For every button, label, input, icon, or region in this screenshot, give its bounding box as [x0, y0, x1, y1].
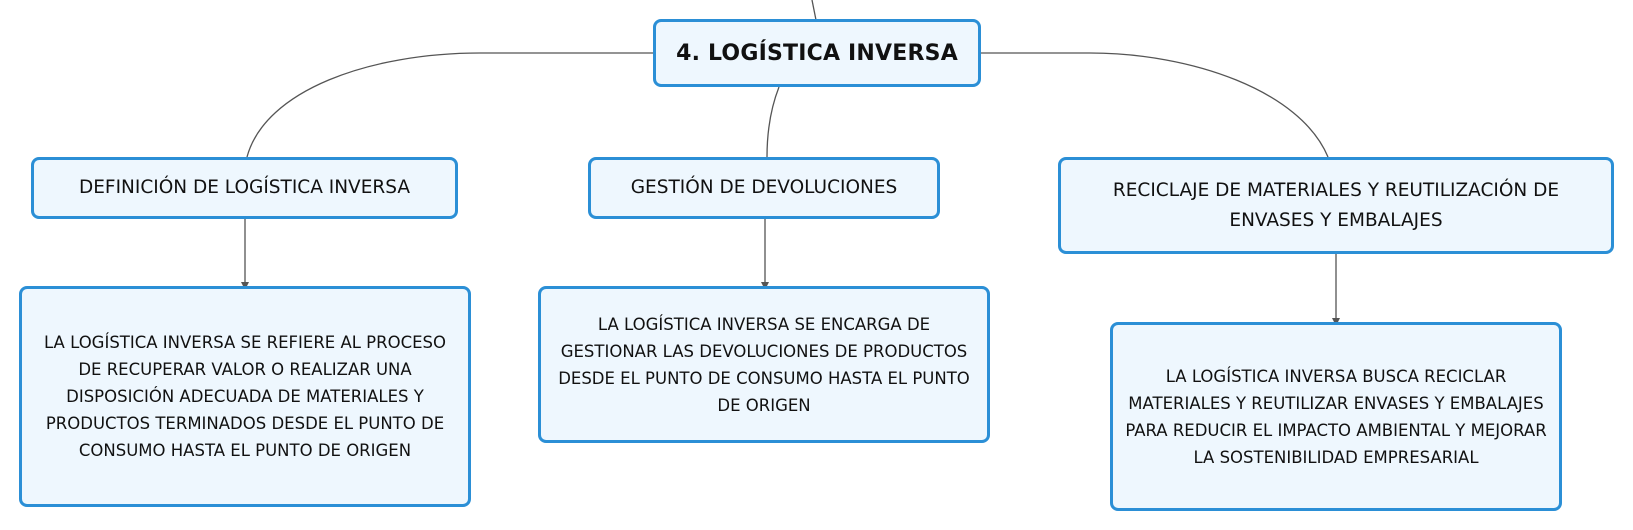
- root-node[interactable]: 4. LOGÍSTICA INVERSA: [653, 19, 981, 87]
- branch-label: RECICLAJE DE MATERIALES Y REUTILIZACIÓN …: [1112, 179, 1560, 231]
- connector-root-to-branch-1: [246, 52, 654, 158]
- detail-text: LA LOGÍSTICA INVERSA SE REFIERE AL PROCE…: [43, 333, 446, 460]
- branch-node-devoluciones[interactable]: GESTIÓN DE DEVOLUCIONES: [588, 157, 940, 219]
- connector-root-to-branch-3: [981, 52, 1329, 158]
- branch-node-reciclaje[interactable]: RECICLAJE DE MATERIALES Y REUTILIZACIÓN …: [1058, 157, 1614, 254]
- branch-node-definicion[interactable]: DEFINICIÓN DE LOGÍSTICA INVERSA: [31, 157, 458, 219]
- detail-text: LA LOGÍSTICA INVERSA SE ENCARGA DE GESTI…: [558, 314, 970, 415]
- detail-node-reciclaje[interactable]: LA LOGÍSTICA INVERSA BUSCA RECICLAR MATE…: [1110, 322, 1562, 511]
- connector-parent-to-root: [811, 0, 817, 21]
- detail-node-definicion[interactable]: LA LOGÍSTICA INVERSA SE REFIERE AL PROCE…: [19, 286, 471, 507]
- connector-root-to-branch-2: [766, 86, 780, 158]
- detail-node-devoluciones[interactable]: LA LOGÍSTICA INVERSA SE ENCARGA DE GESTI…: [538, 286, 990, 443]
- detail-text: LA LOGÍSTICA INVERSA BUSCA RECICLAR MATE…: [1125, 366, 1547, 467]
- root-label: 4. LOGÍSTICA INVERSA: [676, 40, 958, 66]
- branch-label: GESTIÓN DE DEVOLUCIONES: [630, 177, 898, 198]
- branch-label: DEFINICIÓN DE LOGÍSTICA INVERSA: [79, 177, 410, 198]
